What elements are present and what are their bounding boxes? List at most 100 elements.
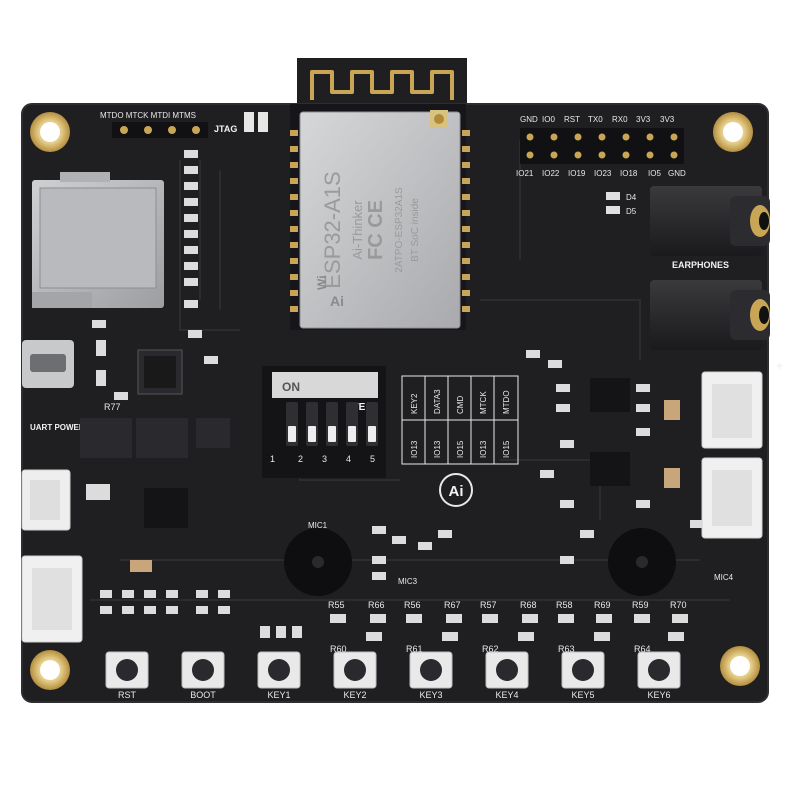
svg-text:R62: R62 <box>482 644 499 654</box>
speaker-connector-bottom <box>701 457 763 539</box>
pin-table: KEY2 DATA3 CMD MTCK MTDO IO13 IO13 IO15 … <box>401 375 519 465</box>
svg-text:IO13: IO13 <box>410 440 419 458</box>
svg-text:IO5: IO5 <box>648 169 661 178</box>
module-soc-line: BT SoC inside <box>410 198 421 262</box>
earphones-label: EARPHONES <box>672 260 729 270</box>
gpio-header: GND IO0 RST TX0 RX0 3V3 3V3 IO21 IO22 IO… <box>516 115 686 178</box>
r77-label: R77 <box>104 402 121 412</box>
button-key3[interactable]: KEY3 <box>409 651 453 700</box>
button-key1[interactable]: KEY1 <box>257 651 301 700</box>
svg-text:GND: GND <box>520 115 538 124</box>
earphone-jack-top <box>650 186 770 256</box>
uart-power-label: UART POWER <box>30 423 85 432</box>
svg-text:4: 4 <box>346 454 351 464</box>
svg-text:KEY3: KEY3 <box>419 690 442 700</box>
button-key4[interactable]: KEY4 <box>485 651 529 700</box>
svg-text:R58: R58 <box>556 600 573 610</box>
speaker-connector-top <box>701 371 763 449</box>
svg-text:IO21: IO21 <box>516 169 534 178</box>
svg-text:VE: VE <box>352 402 366 413</box>
smd-near-usb <box>92 320 218 400</box>
svg-text:IO19: IO19 <box>568 169 586 178</box>
svg-text:R67: R67 <box>444 600 461 610</box>
svg-text:IO13: IO13 <box>479 440 488 458</box>
svg-text:IO15: IO15 <box>456 440 465 458</box>
dip-switch: ON VE 1 2 3 4 5 <box>262 366 386 478</box>
svg-text:RX0: RX0 <box>612 115 628 124</box>
button-key2[interactable]: KEY2 <box>333 651 377 700</box>
svg-text:IO22: IO22 <box>542 169 560 178</box>
mounting-hole-top-left <box>30 112 70 152</box>
jtag-label: JTAG <box>214 124 237 134</box>
svg-text:ON: ON <box>282 380 300 394</box>
button-key5[interactable]: KEY5 <box>561 651 605 700</box>
svg-text:KEY6: KEY6 <box>647 690 670 700</box>
svg-text:3: 3 <box>322 454 327 464</box>
svg-text:R69: R69 <box>594 600 611 610</box>
svg-text:3V3: 3V3 <box>636 115 651 124</box>
svg-text:D4: D4 <box>626 193 637 202</box>
amplifier-chips <box>590 378 680 488</box>
svg-text:R61: R61 <box>406 644 423 654</box>
mounting-hole-bottom-right <box>720 646 760 686</box>
button-rst[interactable]: RST <box>105 651 149 700</box>
earphone-jack-bottom <box>650 280 770 350</box>
svg-text:1: 1 <box>270 454 275 464</box>
module-fcc-id: 2ATPO-ESP32A1S <box>394 187 405 273</box>
button-key6[interactable]: KEY6 <box>637 651 681 700</box>
resistor-pads <box>330 614 688 641</box>
svg-text:BOOT: BOOT <box>190 690 216 700</box>
svg-text:R66: R66 <box>368 600 385 610</box>
mounting-hole-bottom-left <box>30 650 70 690</box>
resistor-labels-top: R55 R66 R56 R67 R57 R68 R58 R69 R59 R70 <box>328 600 687 610</box>
svg-text:IO13: IO13 <box>433 440 442 458</box>
module-model: ESP32-A1S <box>320 171 345 288</box>
svg-text:KEY4: KEY4 <box>495 690 518 700</box>
jtag-pin-labels: MTDO MTCK MTDI MTMS <box>100 111 196 120</box>
microphone-left <box>284 528 352 596</box>
micro-usb-port <box>22 340 74 388</box>
svg-text:R56: R56 <box>404 600 421 610</box>
svg-text:R55: R55 <box>328 600 345 610</box>
svg-text:IO18: IO18 <box>620 169 638 178</box>
svg-text:Ai: Ai <box>449 483 464 500</box>
svg-text:KEY5: KEY5 <box>571 690 594 700</box>
svg-text:RST: RST <box>564 115 580 124</box>
svg-text:GND: GND <box>668 169 686 178</box>
ai-logo: Ai <box>439 473 473 507</box>
svg-text:R60: R60 <box>330 644 347 654</box>
svg-text:D5: D5 <box>626 207 637 216</box>
mic1-label: MIC1 <box>308 521 328 530</box>
svg-text:CMD: CMD <box>456 396 465 414</box>
svg-text:R63: R63 <box>558 644 575 654</box>
svg-text:MTDO: MTDO <box>502 390 511 414</box>
sd-card-slot <box>32 172 164 308</box>
module-wifi-mark: Wi <box>315 275 329 290</box>
svg-text:R68: R68 <box>520 600 537 610</box>
microphone-right <box>608 528 676 596</box>
svg-text:KEY2: KEY2 <box>410 393 419 414</box>
button-boot[interactable]: BOOT <box>181 651 225 700</box>
svg-text:5: 5 <box>370 454 375 464</box>
mounting-hole-top-right <box>713 112 753 152</box>
power-jst-connector <box>21 555 83 643</box>
svg-text:RST: RST <box>118 690 137 700</box>
svg-text:R64: R64 <box>634 644 651 654</box>
svg-text:MTCK: MTCK <box>479 391 488 414</box>
svg-text:IO23: IO23 <box>594 169 612 178</box>
led-indicators: D4 D5 <box>606 192 637 216</box>
module-ai-logo: Ai <box>330 293 344 309</box>
resistor-labels-bottom: R60 R61 R62 R63 R64 <box>330 644 651 654</box>
svg-text:KEY1: KEY1 <box>267 690 290 700</box>
svg-text:KEY2: KEY2 <box>343 690 366 700</box>
svg-text:IO15: IO15 <box>502 440 511 458</box>
svg-text:R70: R70 <box>670 600 687 610</box>
antenna-tab <box>297 58 467 110</box>
svg-text:IO0: IO0 <box>542 115 555 124</box>
mic4-label: MIC4 <box>714 573 734 582</box>
svg-text:R59: R59 <box>632 600 649 610</box>
smd-mic-area <box>372 526 452 580</box>
jtag-header: MTDO MTCK MTDI MTMS JTAG <box>100 111 268 138</box>
